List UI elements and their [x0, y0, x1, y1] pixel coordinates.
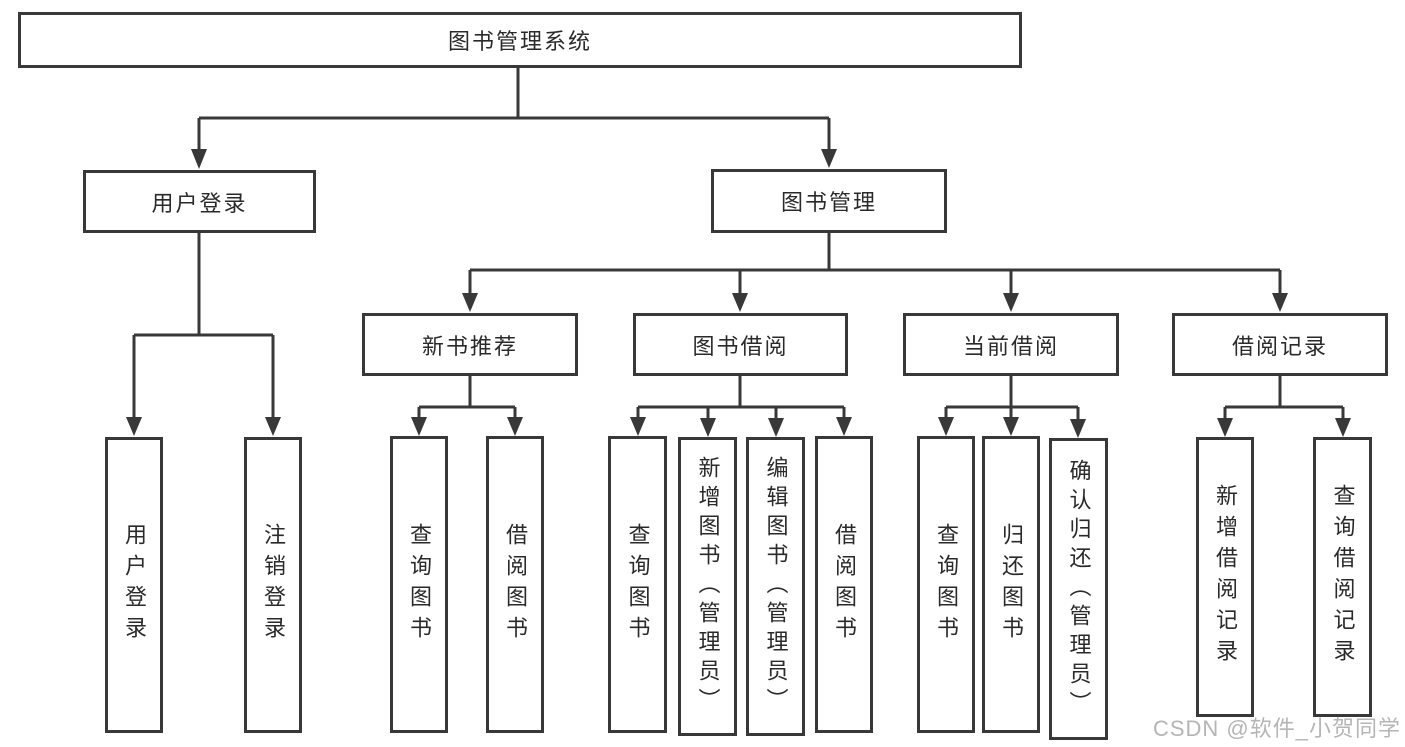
leaf-logout: 注销登录: [244, 437, 302, 733]
node-label: 图书管理系统: [447, 29, 592, 54]
node-label: 查询图书: [625, 522, 651, 647]
node-label: 图书借阅: [692, 333, 789, 359]
connector-user-login: [132, 233, 275, 420]
leaf-add-borrow-record: 新增借阅记录: [1196, 437, 1254, 717]
connector-book-borrowing: [636, 376, 846, 420]
node-label: 借阅图书: [503, 522, 528, 647]
node-label: 当前借阅: [962, 333, 1059, 359]
leaf-return-books: 归还图书: [982, 436, 1040, 733]
connector-borrowing-records: [1223, 376, 1345, 420]
node-book-borrowing: 图书借阅: [633, 313, 848, 376]
node-label: 新书推荐: [421, 333, 518, 359]
csdn-watermark: CSDN @软件_小贺同学: [1152, 716, 1401, 741]
leaf-add-books-admin: 新增图书（管理员）: [678, 437, 737, 736]
leaf-user-login: 用户登录: [105, 437, 163, 733]
node-label: 新增图书（管理员）: [695, 456, 721, 717]
node-label: 用户登录: [151, 190, 248, 216]
node-user-login-group: 用户登录: [83, 170, 316, 233]
node-label: 新增借阅记录: [1213, 484, 1238, 670]
connector-new-book-recommendation: [417, 376, 517, 420]
leaf-query-books-borrowing: 查询图书: [608, 436, 667, 733]
leaf-borrow-books-recommend: 借阅图书: [486, 436, 544, 733]
node-borrowing-records: 借阅记录: [1172, 313, 1388, 376]
leaf-borrow-books-borrowing: 借阅图书: [815, 436, 873, 733]
node-label: 查询图书: [934, 522, 959, 647]
node-label: 归还图书: [999, 522, 1024, 647]
node-label: 查询借阅记录: [1330, 484, 1356, 670]
leaf-edit-books-admin: 编辑图书（管理员）: [746, 437, 805, 736]
node-label: 用户登录: [122, 523, 147, 647]
connector-root: [197, 68, 831, 152]
connector-current-borrowing: [944, 376, 1080, 420]
node-new-book-recommendation: 新书推荐: [362, 313, 578, 376]
node-label: 查询图书: [407, 522, 432, 647]
leaf-confirm-return-admin: 确认归还（管理员）: [1049, 438, 1108, 740]
node-label: 借阅图书: [832, 522, 857, 647]
node-label: 确认归还（管理员）: [1066, 458, 1092, 720]
node-current-borrowing: 当前借阅: [903, 313, 1119, 376]
node-label: 编辑图书（管理员）: [763, 456, 789, 717]
leaf-query-borrow-record: 查询借阅记录: [1313, 437, 1372, 717]
node-label: 图书管理: [780, 190, 877, 215]
leaf-query-books-current: 查询图书: [917, 436, 975, 733]
node-library-management-system: 图书管理系统: [18, 12, 1022, 68]
connector-book-management: [468, 233, 1282, 296]
node-label: 注销登录: [261, 523, 286, 647]
node-label: 借阅记录: [1231, 333, 1328, 359]
arrowheads: [126, 149, 1351, 438]
node-book-management: 图书管理: [711, 169, 947, 233]
leaf-query-books-recommend: 查询图书: [390, 436, 448, 733]
